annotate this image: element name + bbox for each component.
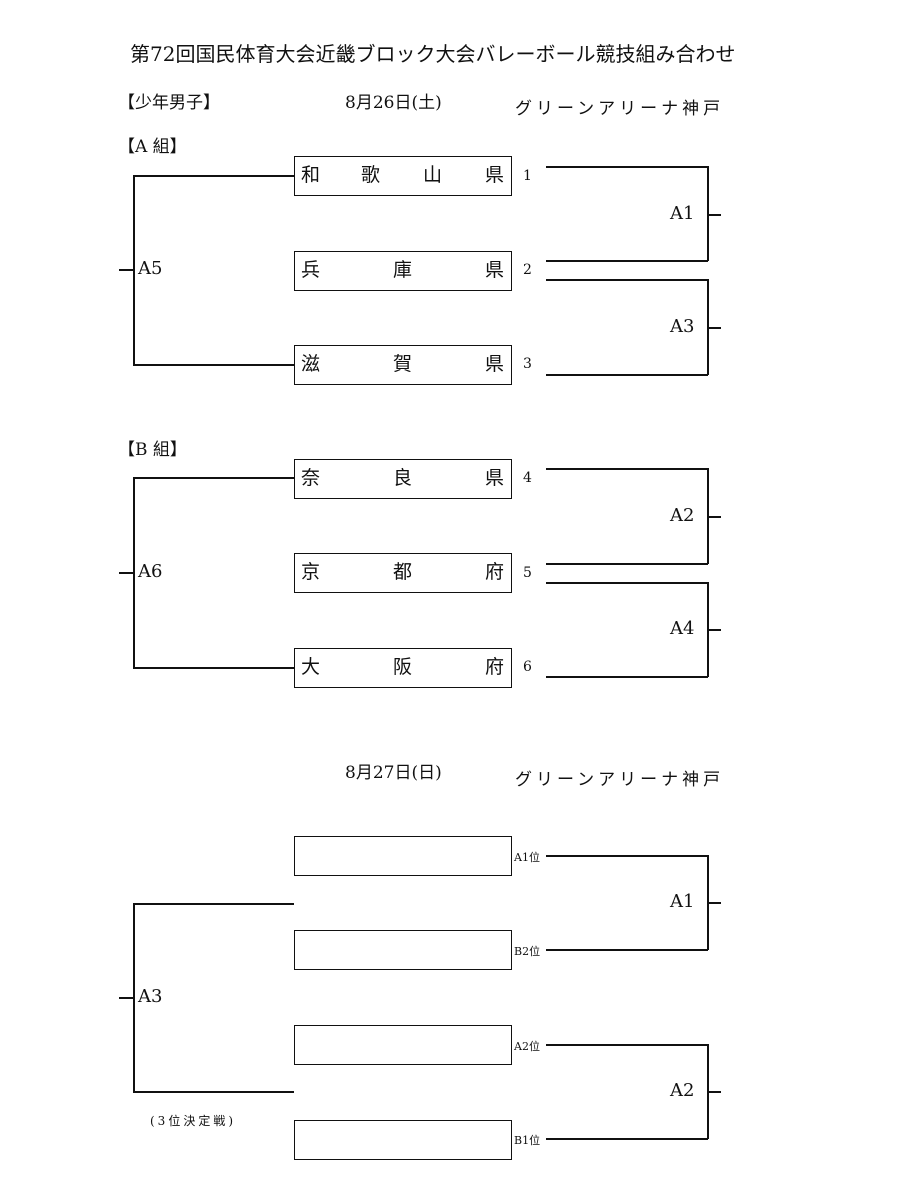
team-char: 県 bbox=[485, 467, 505, 489]
team-char: 府 bbox=[485, 656, 505, 678]
bracket-line bbox=[707, 582, 709, 677]
team-box-nara: 奈 良 県 bbox=[294, 459, 512, 499]
bracket-line bbox=[546, 374, 708, 376]
bracket-line bbox=[546, 166, 708, 168]
match-node-a3-final: A3 bbox=[138, 986, 163, 1007]
bracket-line bbox=[546, 468, 708, 470]
bracket-line bbox=[707, 166, 709, 261]
third-place-note: (3位決定戦) bbox=[150, 1114, 236, 1128]
day2-venue: グリーンアリーナ神戸 bbox=[515, 770, 725, 790]
bracket-line bbox=[707, 279, 709, 375]
bracket-line bbox=[546, 260, 708, 262]
slot-label: B2位 bbox=[514, 945, 541, 958]
day2-date: 8月27日(日) bbox=[345, 763, 442, 783]
team-char: 府 bbox=[485, 561, 505, 583]
bracket-line bbox=[707, 468, 709, 564]
team-char: 都 bbox=[393, 561, 413, 583]
bracket-line bbox=[708, 214, 721, 216]
bracket-line bbox=[133, 903, 294, 905]
bracket-line bbox=[133, 175, 294, 177]
team-box-shiga: 滋 賀 県 bbox=[294, 345, 512, 385]
bracket-line bbox=[546, 1138, 708, 1140]
bracket-line bbox=[708, 902, 721, 904]
empty-team-box bbox=[294, 930, 512, 970]
team-number: 4 bbox=[523, 470, 532, 486]
team-char: 県 bbox=[485, 164, 505, 186]
match-node-a5: A5 bbox=[138, 258, 163, 279]
team-box-hyogo: 兵 庫 県 bbox=[294, 251, 512, 291]
bracket-line bbox=[707, 855, 709, 950]
bracket-line bbox=[546, 563, 708, 565]
team-box-osaka: 大 阪 府 bbox=[294, 648, 512, 688]
bracket-line bbox=[119, 572, 134, 574]
team-char: 県 bbox=[485, 353, 505, 375]
team-char: 賀 bbox=[393, 353, 413, 375]
match-node-a4: A4 bbox=[670, 618, 695, 639]
page-title: 第72回国民体育大会近畿ブロック大会バレーボール競技組み合わせ bbox=[130, 42, 736, 66]
empty-team-box bbox=[294, 836, 512, 876]
team-char: 庫 bbox=[393, 259, 413, 281]
team-number: 2 bbox=[523, 262, 532, 278]
team-char: 山 bbox=[423, 164, 443, 186]
bracket-line bbox=[708, 327, 721, 329]
team-char: 良 bbox=[393, 467, 413, 489]
bracket-line bbox=[546, 279, 708, 281]
team-box-wakayama: 和 歌 山 県 bbox=[294, 156, 512, 196]
match-node-a6: A6 bbox=[138, 561, 163, 582]
bracket-line bbox=[708, 1091, 721, 1093]
team-char: 奈 bbox=[301, 467, 321, 489]
team-char: 滋 bbox=[301, 353, 321, 375]
bracket-line bbox=[546, 1044, 708, 1046]
team-number: 3 bbox=[523, 356, 532, 372]
empty-team-box bbox=[294, 1025, 512, 1065]
empty-team-box bbox=[294, 1120, 512, 1160]
team-char: 兵 bbox=[301, 259, 321, 281]
bracket-line bbox=[708, 516, 721, 518]
team-number: 1 bbox=[523, 168, 532, 184]
team-box-kyoto: 京 都 府 bbox=[294, 553, 512, 593]
team-char: 和 bbox=[301, 164, 321, 186]
team-char: 京 bbox=[301, 561, 321, 583]
group-a-label: 【A 組】 bbox=[118, 137, 187, 157]
bracket-line bbox=[546, 949, 708, 951]
group-b-label: 【B 組】 bbox=[118, 440, 187, 460]
slot-label: B1位 bbox=[514, 1134, 541, 1147]
match-node-a2: A2 bbox=[670, 505, 695, 526]
bracket-line bbox=[119, 997, 134, 999]
bracket-line bbox=[133, 477, 294, 479]
team-char: 阪 bbox=[393, 656, 413, 678]
match-node-a2-final: A2 bbox=[670, 1080, 695, 1101]
day1-date: 8月26日(土) bbox=[345, 93, 442, 113]
team-char: 歌 bbox=[361, 164, 381, 186]
bracket-line bbox=[119, 269, 134, 271]
team-char: 大 bbox=[301, 656, 321, 678]
bracket-line bbox=[133, 1091, 294, 1093]
bracket-line bbox=[546, 676, 708, 678]
category-label: 【少年男子】 bbox=[118, 93, 220, 113]
team-number: 5 bbox=[523, 565, 532, 581]
slot-label: A2位 bbox=[514, 1040, 540, 1053]
bracket-line bbox=[546, 855, 708, 857]
match-node-a1: A1 bbox=[670, 203, 695, 224]
day1-venue: グリーンアリーナ神戸 bbox=[515, 99, 725, 119]
bracket-line bbox=[133, 667, 294, 669]
bracket-line bbox=[708, 629, 721, 631]
match-node-a1-final: A1 bbox=[670, 891, 695, 912]
match-node-a3: A3 bbox=[670, 316, 695, 337]
bracket-line bbox=[546, 582, 708, 584]
team-number: 6 bbox=[523, 659, 532, 675]
bracket-line bbox=[133, 364, 294, 366]
team-char: 県 bbox=[485, 259, 505, 281]
bracket-line bbox=[707, 1044, 709, 1139]
slot-label: A1位 bbox=[514, 851, 540, 864]
